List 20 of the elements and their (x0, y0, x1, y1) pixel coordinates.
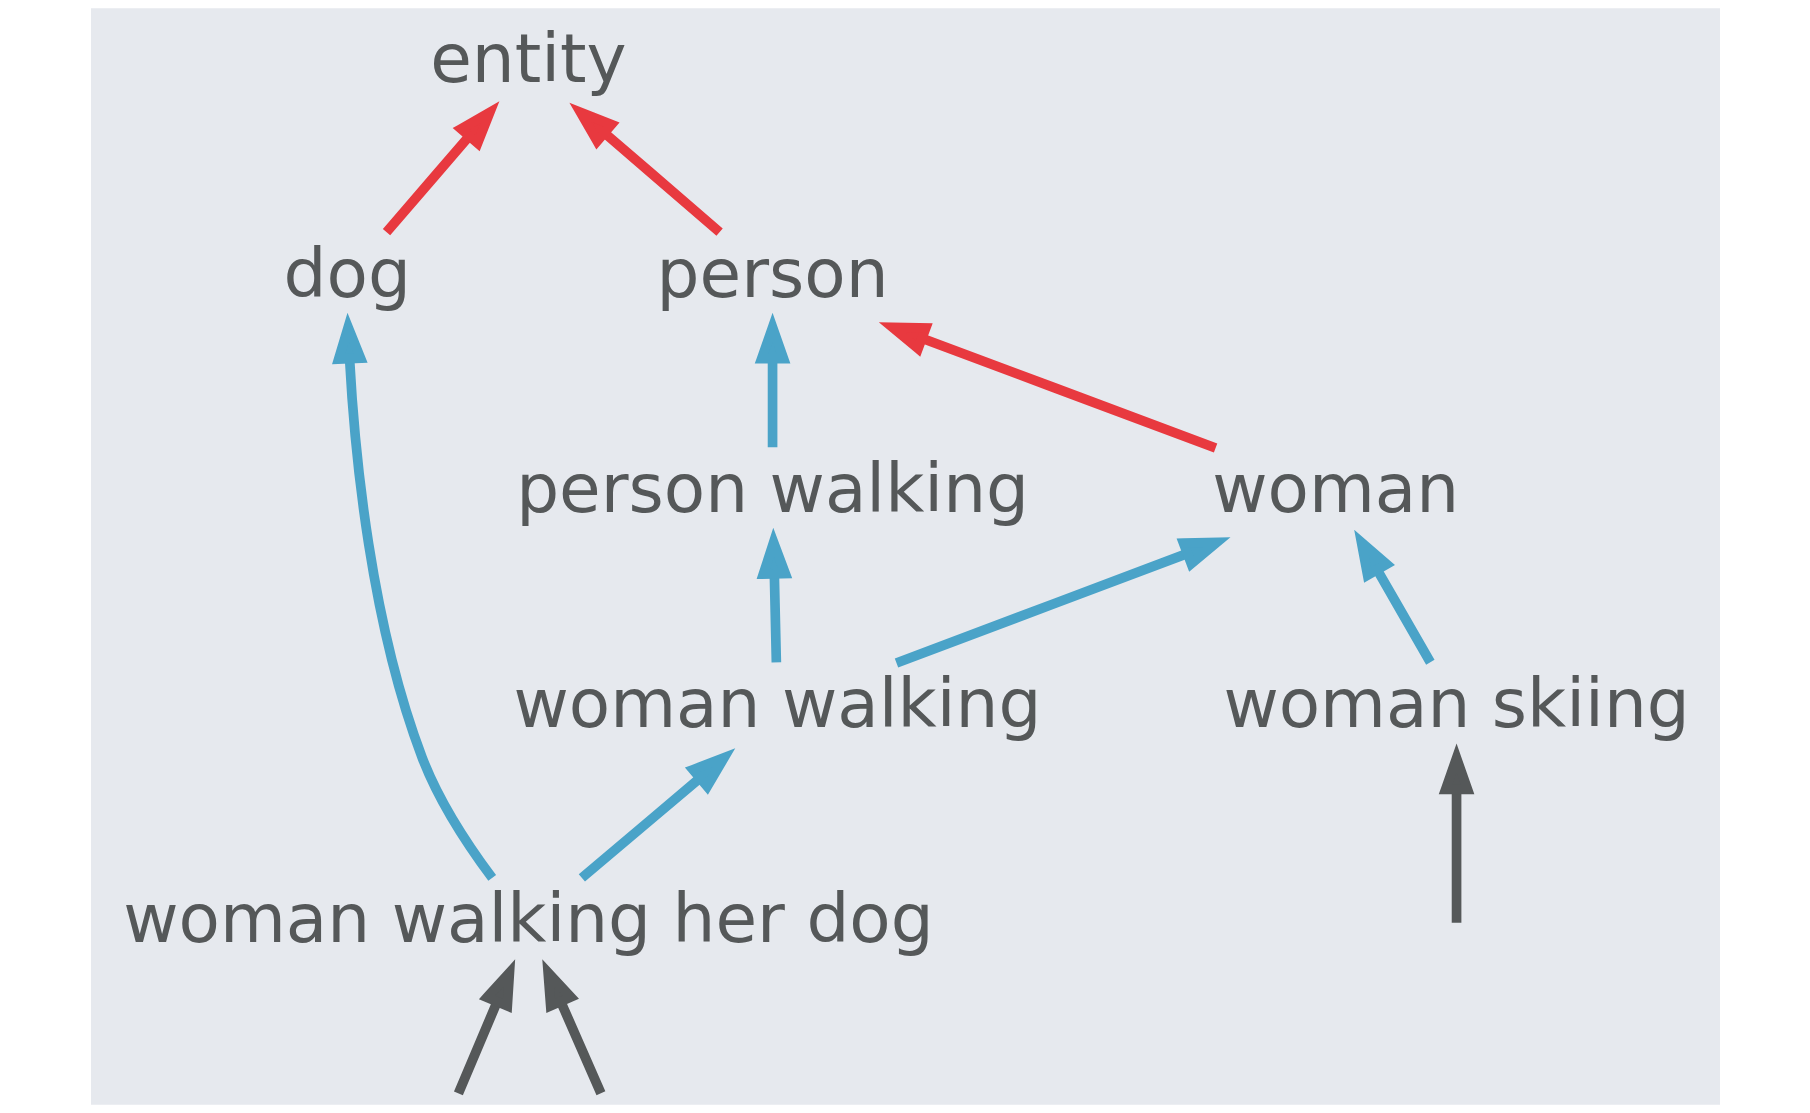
arrow (453, 959, 515, 1096)
arrow (878, 322, 1217, 453)
arrow (568, 102, 723, 236)
node-text: person walking (515, 448, 1029, 528)
arrow (541, 959, 605, 1096)
arrow (754, 312, 790, 448)
node-text: woman walking her dog (122, 879, 934, 959)
arrow (578, 748, 735, 882)
arrow (1353, 529, 1435, 665)
node-text: woman walking (512, 663, 1041, 743)
arrow (894, 537, 1230, 668)
node-text: entity (429, 18, 627, 98)
arrow (331, 312, 496, 881)
node-text: woman (1211, 448, 1459, 528)
node-text: dog (283, 233, 411, 313)
arrow (382, 101, 499, 236)
arrow (756, 527, 792, 663)
node-text: woman skiing (1222, 663, 1690, 743)
node-text: person (656, 233, 889, 313)
arrow (1438, 743, 1474, 923)
